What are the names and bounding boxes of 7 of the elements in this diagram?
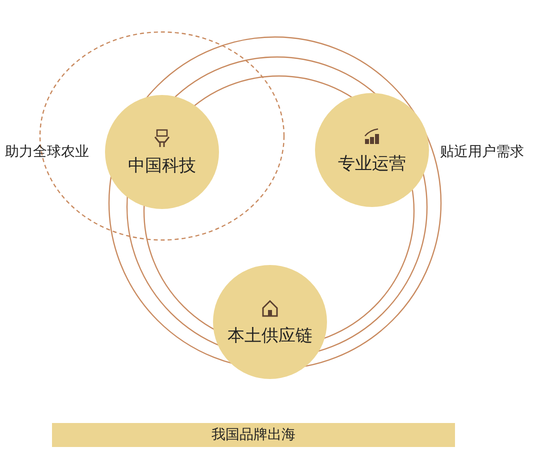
node-label: 中国科技	[128, 154, 196, 176]
node-label: 我国品牌出海	[212, 426, 296, 444]
side-caption: 贴近用户需求	[440, 143, 524, 161]
node-label: 专业运营	[338, 152, 406, 174]
side-caption: 助力全球农业	[5, 143, 89, 161]
node-label: 本土供应链	[228, 324, 312, 346]
banner-bar	[52, 423, 455, 447]
